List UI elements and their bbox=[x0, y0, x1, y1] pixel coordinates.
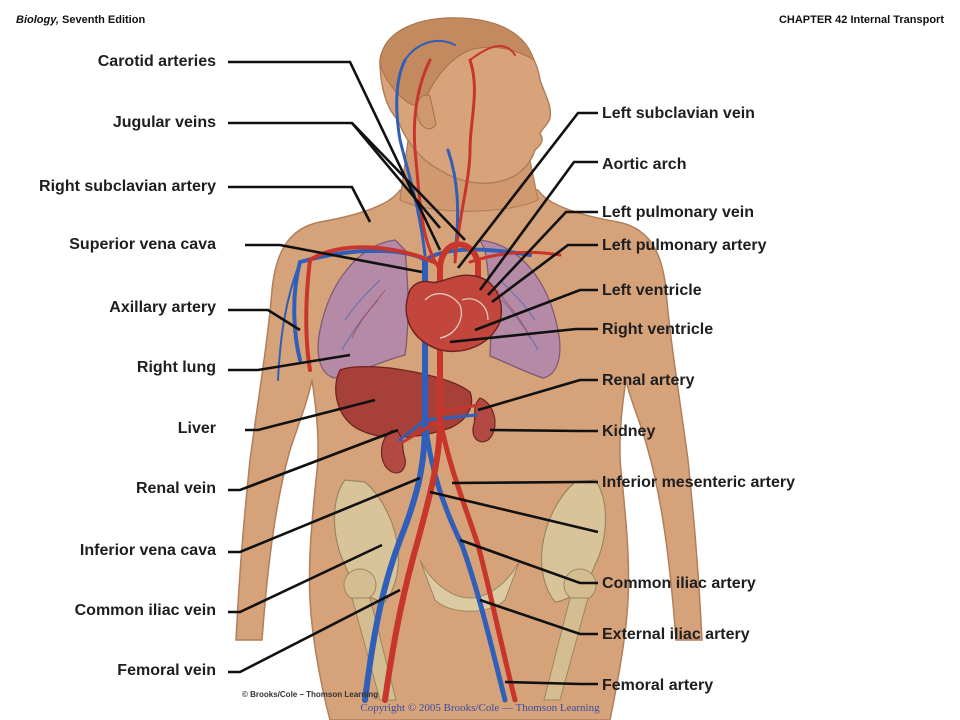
label-common-iliac-vein: Common iliac vein bbox=[74, 602, 216, 619]
right-hip-joint bbox=[563, 568, 597, 602]
book-title: Biology, bbox=[16, 14, 59, 26]
label-common-iliac-artery: Common iliac artery bbox=[602, 575, 756, 592]
label-carotid-arteries: Carotid arteries bbox=[97, 53, 216, 70]
left-hip-joint bbox=[343, 568, 377, 602]
label-aortic-arch: Aortic arch bbox=[602, 156, 687, 173]
label-right-ventricle: Right ventricle bbox=[602, 321, 714, 338]
sacrum-bone bbox=[419, 559, 521, 612]
label-renal-vein: Renal vein bbox=[135, 480, 216, 497]
chapter-header: CHAPTER 42 Internal Transport bbox=[778, 14, 944, 26]
heart-shape bbox=[405, 274, 502, 352]
veins bbox=[277, 40, 532, 703]
arteries bbox=[304, 45, 562, 703]
pelvis-right-bone bbox=[540, 479, 607, 603]
book-edition: Seventh Edition bbox=[62, 14, 146, 26]
label-femoral-vein: Femoral vein bbox=[117, 662, 216, 679]
label-inferior-vena-cava: Inferior vena cava bbox=[79, 542, 216, 559]
pelvis-bones bbox=[333, 479, 607, 701]
leader-lines bbox=[228, 60, 599, 686]
label-jugular-veins: Jugular veins bbox=[112, 114, 216, 131]
copyright-notice: Copyright © 2005 Brooks/Cole — Thomson L… bbox=[360, 702, 600, 714]
label-left-pulmonary-artery: Left pulmonary artery bbox=[602, 237, 767, 254]
label-renal-artery: Renal artery bbox=[602, 372, 695, 389]
book-header: Biology, Seventh Edition bbox=[16, 14, 145, 26]
right-femur bbox=[543, 597, 589, 701]
label-inferior-mesenteric-artery: Inferior mesenteric artery bbox=[602, 474, 795, 491]
pelvis-left-bone bbox=[333, 479, 400, 603]
label-right-subclavian-artery: Right subclavian artery bbox=[39, 178, 216, 195]
label-left-pulmonary-vein: Left pulmonary vein bbox=[602, 204, 755, 221]
label-superior-vena-cava: Superior vena cava bbox=[69, 236, 216, 253]
label-right-lung: Right lung bbox=[136, 359, 216, 376]
label-axillary-artery: Axillary artery bbox=[109, 299, 216, 316]
label-left-ventricle: Left ventricle bbox=[602, 282, 702, 299]
label-left-subclavian-vein: Left subclavian vein bbox=[602, 105, 755, 122]
lungs bbox=[317, 239, 561, 379]
heart bbox=[405, 274, 502, 352]
publisher-watermark: © Brooks/Cole – Thomson Learning bbox=[242, 690, 379, 699]
label-external-iliac-artery: External iliac artery bbox=[602, 626, 750, 643]
label-kidney: Kidney bbox=[602, 423, 656, 440]
ear-shape bbox=[416, 94, 437, 130]
label-liver: Liver bbox=[177, 420, 216, 437]
label-femoral-artery: Femoral artery bbox=[602, 677, 714, 694]
